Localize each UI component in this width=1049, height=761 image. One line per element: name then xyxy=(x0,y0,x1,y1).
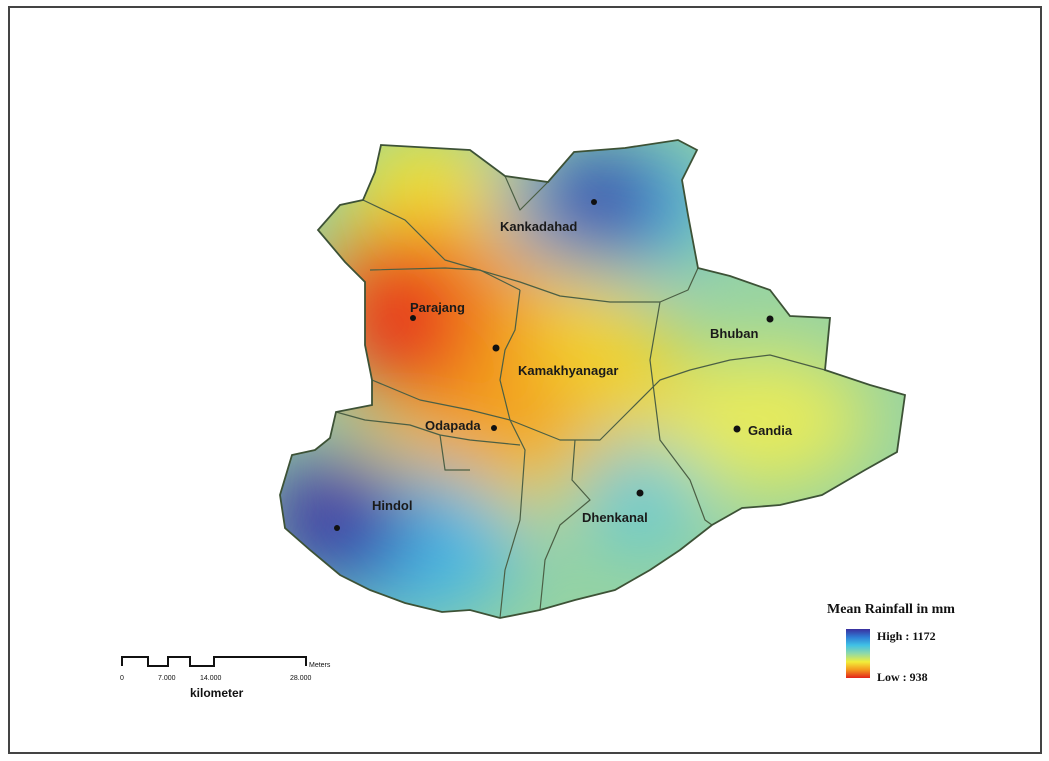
label-kankadahad: Kankadahad xyxy=(500,219,577,234)
legend-color-ramp xyxy=(846,629,870,678)
scale-tick-2: 14.000 xyxy=(200,675,222,682)
marker-hindol xyxy=(334,525,340,531)
marker-kankadahad xyxy=(591,199,597,205)
scale-tick-3: 28.000 xyxy=(290,675,312,682)
marker-gandia xyxy=(733,425,741,433)
place-markers xyxy=(334,199,774,531)
label-bhuban: Bhuban xyxy=(710,326,758,341)
block-boundaries xyxy=(335,175,826,619)
legend-title: Mean Rainfall in mm xyxy=(827,602,955,617)
rainfall-surface xyxy=(280,140,905,618)
label-gandia: Gandia xyxy=(748,423,793,438)
marker-bhuban xyxy=(766,315,774,323)
marker-dhenkanal xyxy=(636,489,644,497)
marker-odapada xyxy=(491,425,497,431)
marker-kamakhyanagar xyxy=(492,344,500,352)
scale-tick-1: 7.000 xyxy=(158,675,176,682)
label-parajang: Parajang xyxy=(410,300,465,315)
scale-tick-unit: Meters xyxy=(309,662,331,669)
legend-low-label: Low : 938 xyxy=(877,670,928,684)
legend: Mean Rainfall in mm High : 1172 Low : 93… xyxy=(827,602,955,684)
scale-bar: 0 7.000 14.000 28.000 Meters kilometer xyxy=(120,656,331,700)
legend-high-label: High : 1172 xyxy=(877,629,936,643)
label-odapada: Odapada xyxy=(425,418,481,433)
scale-unit-label: kilometer xyxy=(190,686,244,700)
place-labels: Kankadahad Parajang Kamakhyanagar Bhuban… xyxy=(372,219,793,525)
scale-tick-0: 0 xyxy=(120,675,124,682)
label-kamakhyanagar: Kamakhyanagar xyxy=(518,363,618,378)
label-hindol: Hindol xyxy=(372,498,412,513)
label-dhenkanal: Dhenkanal xyxy=(582,510,648,525)
marker-parajang xyxy=(410,315,416,321)
